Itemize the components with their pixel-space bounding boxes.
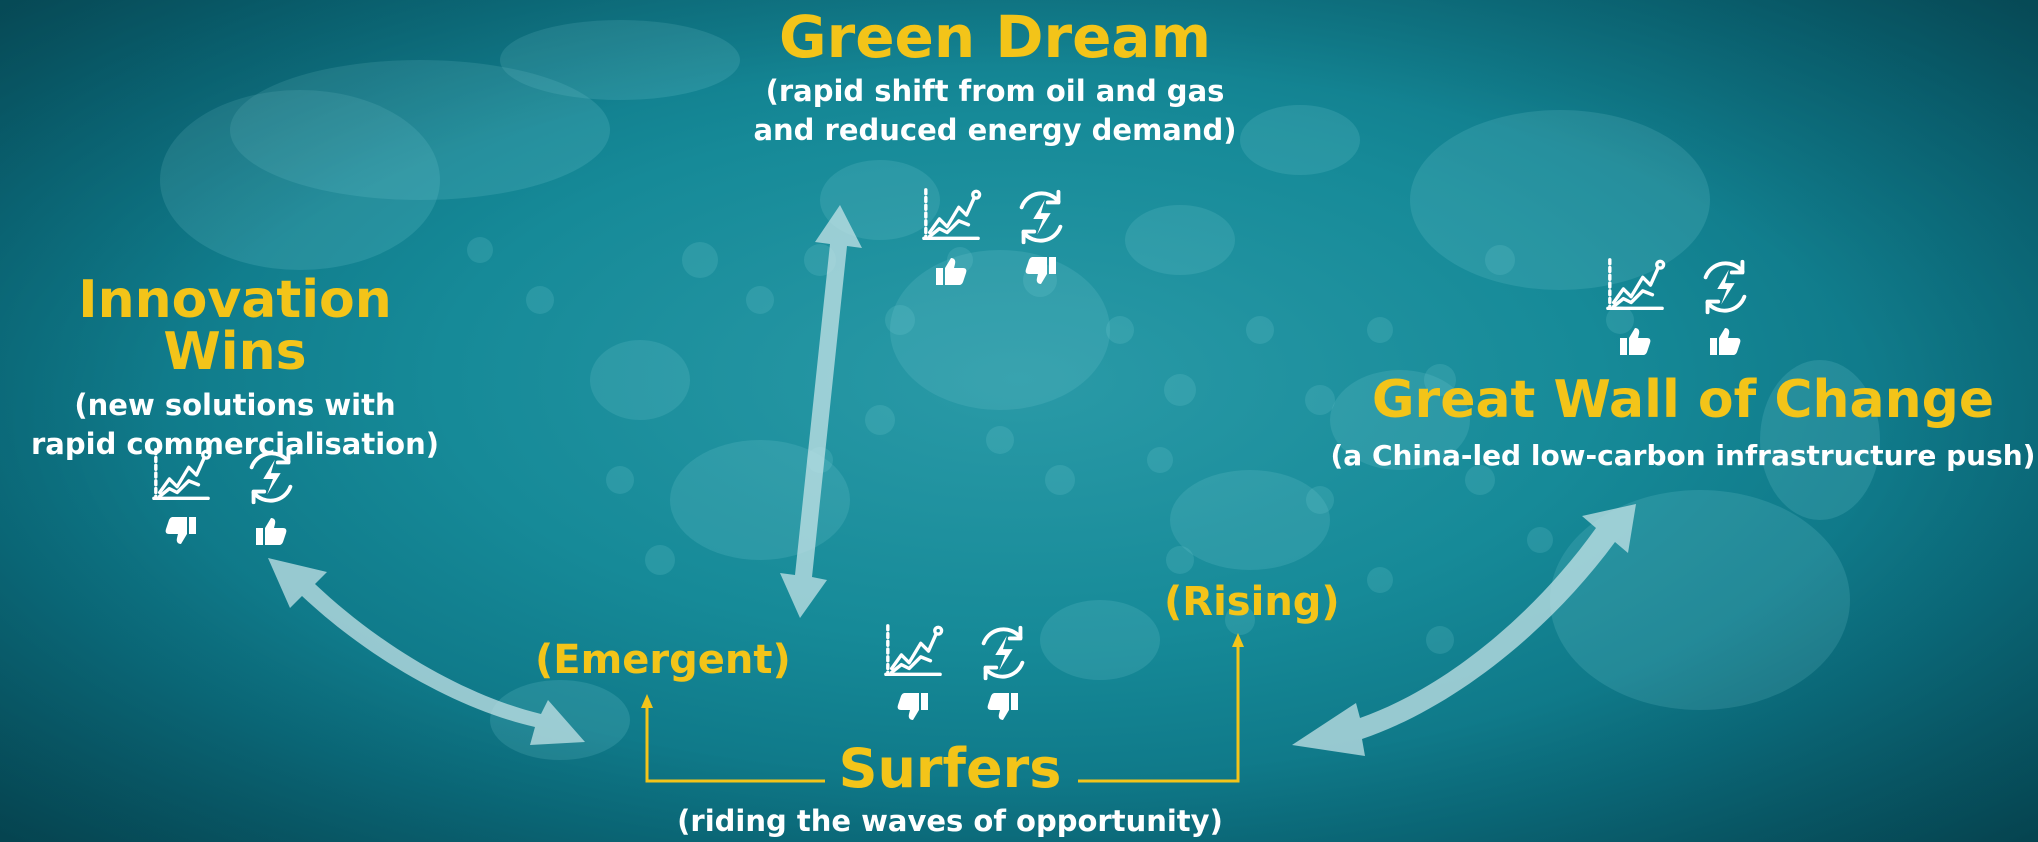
- surfers-subtitle: (riding the waves of opportunity): [677, 804, 1223, 838]
- surfers-connector-right: [1078, 645, 1240, 783]
- green-dream-icons: [920, 186, 1072, 286]
- scenario-green-dream: Green Dream (rapid shift from oil and ga…: [700, 8, 1290, 150]
- innovation-wins-icons: [150, 446, 302, 546]
- thumbs-down-icon: [897, 693, 928, 720]
- surfers-icons: [882, 622, 1034, 722]
- energy-cycle-icon: [981, 625, 1025, 681]
- emergent-arrowhead: [641, 694, 653, 708]
- emergent-label: (Emergent): [535, 637, 791, 683]
- green-dream-subtitle-2: and reduced energy demand): [753, 113, 1237, 147]
- rising-arrowhead: [1232, 633, 1244, 647]
- green-dream-title: Green Dream: [778, 3, 1212, 71]
- thumbs-down-icon: [1025, 257, 1056, 284]
- arrow-innovation-surfers: [268, 558, 585, 745]
- great-wall-subtitle: (a China-led low-carbon infrastructure p…: [1330, 439, 2036, 472]
- growth-chart-icon: [152, 448, 212, 501]
- energy-cycle-icon: [1703, 259, 1747, 315]
- growth-chart-icon: [922, 188, 982, 241]
- thumbs-up-icon: [1710, 328, 1741, 355]
- innovation-wins-subtitle-1: (new solutions with: [74, 388, 396, 422]
- scenario-great-wall-of-change: Great Wall of Change (a China-led low-ca…: [1330, 374, 2036, 475]
- thumbs-down-icon: [165, 517, 196, 544]
- scenario-surfers: Surfers (riding the waves of opportunity…: [650, 742, 1250, 841]
- thumbs-up-icon: [1620, 328, 1651, 355]
- arrow-greatwall-surfers: [1292, 504, 1636, 756]
- innovation-wins-subtitle-2: rapid commercialisation): [31, 427, 439, 461]
- scenario-innovation-wins: Innovation Wins (new solutions with rapi…: [0, 274, 470, 464]
- innovation-wins-title: Innovation Wins: [78, 270, 392, 382]
- great-wall-icons: [1604, 256, 1756, 356]
- rising-label: (Rising): [1164, 579, 1340, 625]
- thumbs-up-icon: [936, 258, 967, 285]
- surfers-connector-left: [645, 706, 825, 783]
- energy-cycle-icon: [1019, 189, 1063, 245]
- growth-chart-icon: [884, 624, 944, 677]
- growth-chart-icon: [1606, 258, 1666, 311]
- green-dream-subtitle-1: (rapid shift from oil and gas: [765, 74, 1225, 108]
- great-wall-title: Great Wall of Change: [1371, 370, 1995, 430]
- arrow-greendream-surfers: [780, 205, 862, 618]
- surfers-title: Surfers: [838, 737, 1062, 800]
- thumbs-down-icon: [987, 693, 1018, 720]
- energy-cycle-icon: [249, 449, 293, 505]
- thumbs-up-icon: [256, 518, 287, 545]
